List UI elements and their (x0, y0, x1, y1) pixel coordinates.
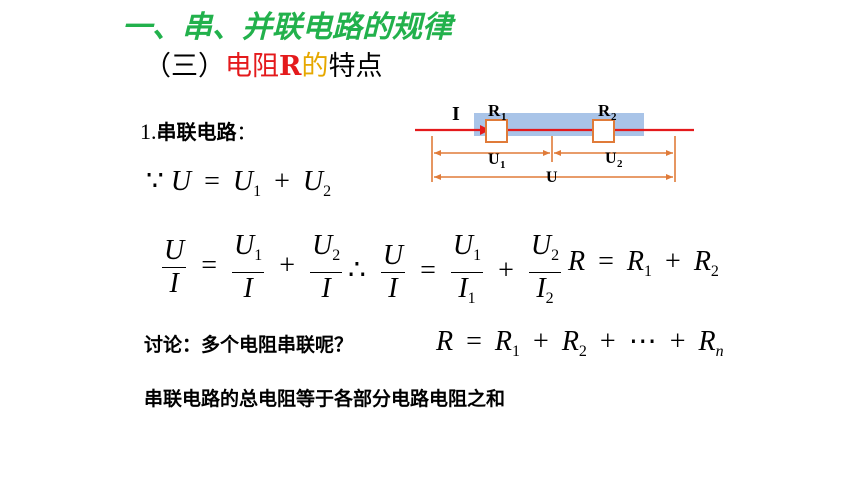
eq3-equals: = (420, 254, 436, 286)
eq1-equals: = (204, 166, 220, 197)
eq1-term1: U (232, 166, 254, 197)
eq4-term1: R (626, 246, 645, 277)
subtitle-prefix: （三） (144, 51, 225, 82)
u2-sub: 2 (617, 158, 623, 170)
equation-resistance-sum: R = R1 + R2 (568, 246, 719, 281)
eq3-den2: I2 (536, 273, 554, 307)
series-circuit-diagram: I R 1 R 2 U 1 U 2 U (415, 101, 694, 186)
u2-label: U (605, 150, 617, 167)
u-arrow-right-icon (666, 174, 673, 180)
eqn-equals: = (466, 326, 482, 357)
eqn-term1: R (494, 326, 513, 357)
eq1-term1-sub: 1 (253, 183, 262, 200)
because-symbol: ∵ (146, 166, 164, 197)
eq4-plus: + (665, 246, 681, 277)
conclusion-statement: 串联电路的总电阻等于各部分电路电阻之和 (144, 388, 506, 410)
equation-n-resistors: R = R1 + R2 + ⋯ + Rn (436, 324, 724, 361)
eq2-num0: U (162, 235, 187, 268)
section-subtitle: （三）电阻R的特点 (144, 44, 382, 83)
section-colon: ： (236, 120, 257, 144)
eq4-term2-sub: 2 (710, 263, 719, 280)
eq2-equals: = (201, 249, 218, 281)
resistor-r1 (485, 119, 508, 143)
eq2-den1: I (243, 273, 253, 304)
eq2-num1: U1 (232, 230, 265, 273)
r2-sub: 2 (611, 111, 617, 123)
eqn-term2-sub: 2 (578, 343, 587, 360)
eq2-den2: I (321, 273, 331, 304)
subtitle-particle: 的 (301, 51, 329, 82)
subtitle-word-resistance: 电阻 (225, 51, 279, 82)
section-number: 1. (140, 119, 157, 144)
u1-arrow-right-icon (543, 150, 550, 156)
eq1-term2: U (302, 166, 324, 197)
eq4-lhs: R (568, 246, 586, 277)
eq3-num2: U2 (528, 230, 562, 273)
slide-title: 一、串、并联电路的规律 (122, 10, 452, 45)
eq2-plus: + (279, 249, 296, 281)
series-circuit-heading: 1.串联电路： (140, 116, 257, 145)
eqn-plus2: + (599, 326, 616, 357)
eq3-num0: U (380, 240, 406, 273)
r2-label: R (598, 101, 611, 120)
eqn-plus3: + (669, 326, 686, 357)
eq4-term1-sub: 1 (644, 263, 653, 280)
eqn-dots: ⋯ (628, 326, 657, 357)
eqn-lhs: R (436, 326, 454, 357)
r1-label: R (488, 101, 501, 120)
resistor-r2 (592, 119, 615, 143)
eqn-plus1: + (533, 326, 549, 357)
eq1-lhs: U (170, 166, 192, 197)
eq3-den1: I1 (458, 273, 476, 307)
u1-arrow-left-icon (434, 150, 441, 156)
subtitle-suffix: 特点 (328, 51, 383, 82)
eq2-num2: U2 (310, 230, 343, 273)
eq4-term2: R (693, 246, 711, 277)
eqn-term2: R (561, 326, 579, 357)
eqn-term1-sub: 1 (512, 343, 521, 360)
u1-label: U (488, 151, 500, 168)
eq4-equals: = (598, 246, 614, 277)
u-arrow-left-icon (434, 174, 441, 180)
u-label: U (546, 169, 558, 186)
eqn-termn-sub: n (715, 343, 724, 360)
u1-sub: 1 (500, 159, 506, 171)
eq3-num1: U1 (450, 230, 484, 273)
u2-arrow-right-icon (666, 150, 673, 156)
discussion-question: 讨论：多个电阻串联呢？ (144, 334, 354, 356)
u2-arrow-left-icon (554, 150, 561, 156)
eq3-den0: I (388, 273, 398, 304)
section-name: 串联电路 (156, 120, 237, 144)
eq1-plus: + (274, 166, 290, 197)
eqn-termn: R (698, 326, 716, 357)
r1-sub: 1 (501, 111, 507, 123)
subtitle-symbol-r: R (279, 51, 302, 82)
eq2-den0: I (169, 268, 179, 299)
eq3-plus: + (498, 254, 514, 286)
therefore-symbol: ∴ (348, 254, 366, 286)
equation-voltage-sum: ∵ U = U1 + U2 (146, 164, 331, 201)
eq1-term2-sub: 2 (323, 183, 332, 200)
current-label: I (452, 103, 460, 125)
